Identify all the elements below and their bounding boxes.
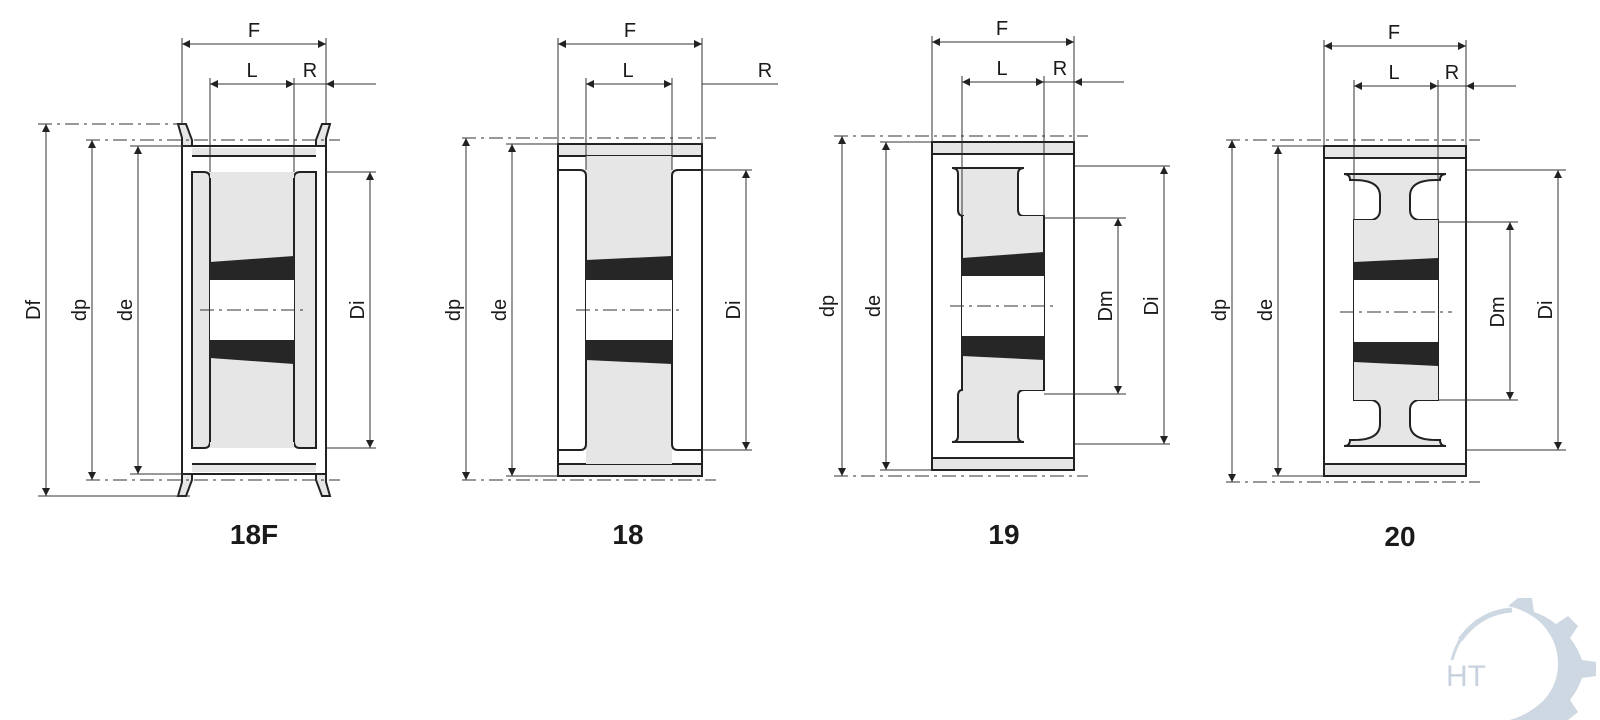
teeth-band-bottom xyxy=(559,465,701,475)
figure-caption: 20 xyxy=(1384,521,1415,552)
taper-bush-bottom xyxy=(1354,342,1438,366)
label-de: de xyxy=(1255,299,1277,321)
taper-bush-top xyxy=(962,252,1044,276)
label-de: de xyxy=(115,299,137,321)
figure-caption: 18F xyxy=(230,519,278,550)
label-de: de xyxy=(489,299,511,321)
label-dp: dp xyxy=(69,299,91,321)
taper-bush-bottom xyxy=(586,340,672,364)
taper-bush-top xyxy=(210,256,294,280)
teeth-band-top xyxy=(933,143,1073,153)
label-dp: dp xyxy=(1209,299,1231,321)
label-dm: Dm xyxy=(1487,296,1509,327)
figure-18: F L R dp de Di 18 xyxy=(443,20,778,550)
teeth-band-bottom xyxy=(933,459,1073,469)
label-l: L xyxy=(996,58,1007,80)
label-dm: Dm xyxy=(1095,290,1117,321)
label-de: de xyxy=(863,295,885,317)
taper-bush-bottom xyxy=(962,336,1044,360)
label-df: Df xyxy=(23,300,45,320)
label-f: F xyxy=(248,20,260,42)
label-dp: dp xyxy=(443,299,465,321)
taper-bush-top xyxy=(1354,258,1438,280)
label-l: L xyxy=(622,60,633,82)
label-di: Di xyxy=(723,301,745,320)
gear-icon xyxy=(1508,598,1596,720)
figure-caption: 19 xyxy=(988,519,1019,550)
logo-text: HT xyxy=(1446,660,1486,693)
label-l: L xyxy=(1388,62,1399,84)
label-r: R xyxy=(1445,62,1459,84)
teeth-band-top xyxy=(1325,147,1465,157)
figure-20: F L R dp de Dm Di 20 xyxy=(1209,22,1566,552)
label-r: R xyxy=(303,60,317,82)
ht-gear-logo: HT xyxy=(1446,598,1596,720)
label-l: L xyxy=(246,60,257,82)
label-r: R xyxy=(758,60,772,82)
teeth-band-bottom xyxy=(1325,465,1465,475)
taper-bush-top xyxy=(586,256,672,280)
label-r: R xyxy=(1053,58,1067,80)
label-di: Di xyxy=(347,301,369,320)
label-dp: dp xyxy=(817,295,839,317)
label-di: Di xyxy=(1535,301,1557,320)
label-f: F xyxy=(1388,22,1400,44)
teeth-band-bottom xyxy=(192,464,316,472)
teeth-band-top xyxy=(559,145,701,155)
teeth-band-top xyxy=(192,148,316,156)
figure-caption: 18 xyxy=(612,519,643,550)
label-di: Di xyxy=(1141,297,1163,316)
figure-19: F L R dp de Dm Di 19 xyxy=(817,18,1170,550)
label-f: F xyxy=(996,18,1008,40)
figure-18f: F L R Df dp de Di 18F xyxy=(23,20,376,550)
taper-bush-bottom xyxy=(210,340,294,364)
label-f: F xyxy=(624,20,636,42)
